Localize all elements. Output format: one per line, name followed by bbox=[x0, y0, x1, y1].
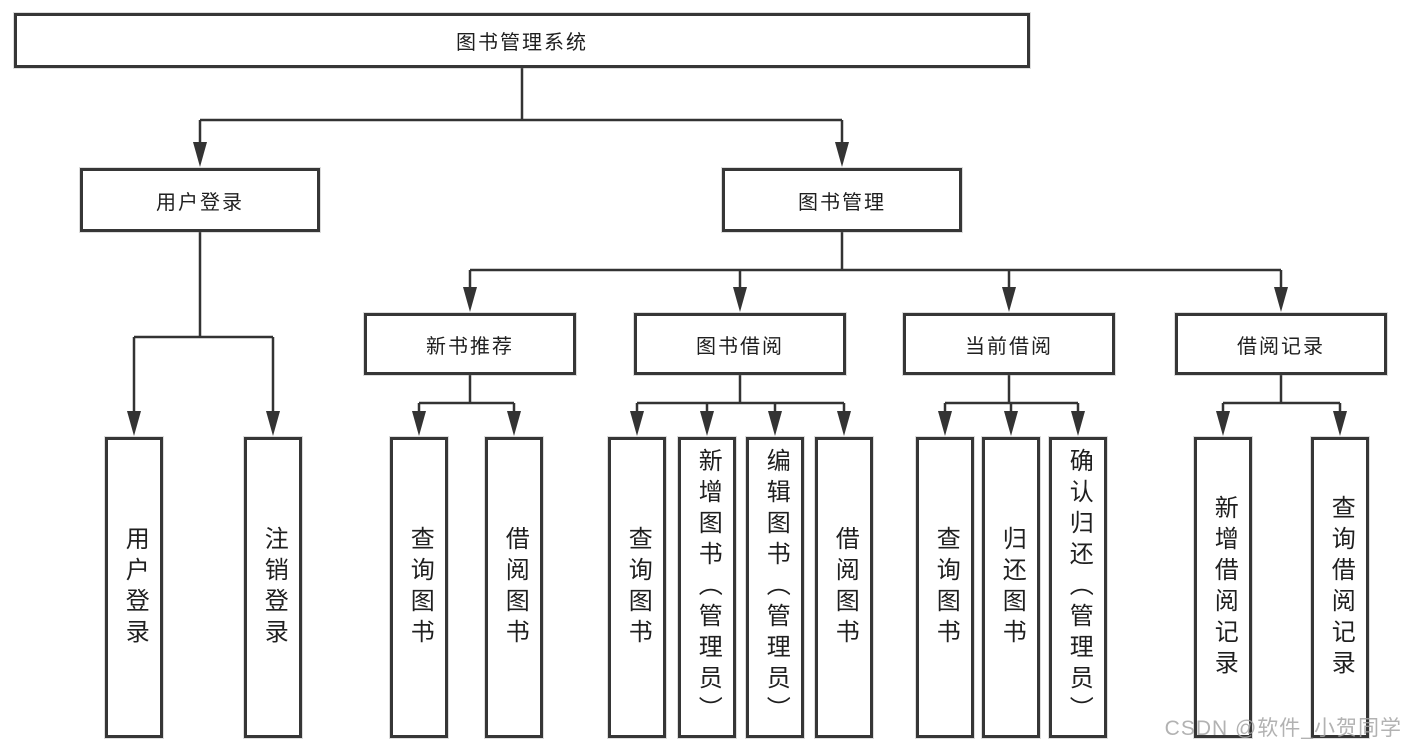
arrowhead-icons-level2 bbox=[193, 142, 849, 167]
leaf-query-books-current: 查询图书 bbox=[916, 437, 974, 738]
node-book-borrow: 图书借阅 bbox=[634, 313, 846, 375]
node-borrow-records: 借阅记录 bbox=[1175, 313, 1387, 375]
leaf-add-borrow-record: 新增借阅记录 bbox=[1194, 437, 1252, 738]
arrowhead-icons-book-borrow bbox=[630, 411, 851, 436]
node-book-management: 图书管理 bbox=[722, 168, 962, 232]
connector-new-book-recommend-to-leaves bbox=[417, 375, 516, 414]
leaf-borrow-books-label: 借阅图书 bbox=[831, 525, 859, 650]
leaf-query-books-recommend-label: 查询图书 bbox=[406, 525, 434, 650]
leaf-user-login-label: 用户登录 bbox=[121, 525, 149, 650]
arrowhead-icons-user-login bbox=[127, 411, 280, 436]
arrowhead-icons-level3 bbox=[463, 287, 1288, 312]
csdn-watermark: CSDN @软件_小贺同学 bbox=[1164, 717, 1402, 740]
connector-book-management-to-level3 bbox=[468, 232, 1283, 290]
leaf-add-books-admin: 新增图书（管理员） bbox=[678, 437, 736, 738]
leaf-query-borrow-record-label: 查询借阅记录 bbox=[1327, 494, 1355, 681]
arrowhead-icons-new-book-recommend bbox=[412, 411, 521, 436]
leaf-borrow-books: 借阅图书 bbox=[815, 437, 873, 738]
leaf-return-books: 归还图书 bbox=[982, 437, 1040, 738]
arrowhead-icons-current-borrow bbox=[938, 411, 1085, 436]
leaf-user-login: 用户登录 bbox=[105, 437, 163, 738]
root-node-library-management-system: 图书管理系统 bbox=[14, 13, 1030, 68]
leaf-logout-label: 注销登录 bbox=[260, 525, 288, 650]
leaf-query-books-borrow: 查询图书 bbox=[608, 437, 666, 738]
leaf-edit-books-admin: 编辑图书（管理员） bbox=[746, 437, 804, 738]
leaf-return-books-label: 归还图书 bbox=[998, 525, 1026, 650]
leaf-confirm-return-admin: 确认归还（管理员） bbox=[1049, 437, 1107, 738]
leaf-query-books-recommend: 查询图书 bbox=[390, 437, 448, 738]
connector-borrow-records-to-leaves bbox=[1221, 375, 1342, 414]
leaf-query-borrow-record: 查询借阅记录 bbox=[1311, 437, 1369, 738]
leaf-borrow-books-recommend: 借阅图书 bbox=[485, 437, 543, 738]
connector-book-borrow-to-leaves bbox=[635, 375, 846, 414]
leaf-edit-books-admin-label: 编辑图书（管理员） bbox=[762, 448, 790, 727]
leaf-borrow-books-recommend-label: 借阅图书 bbox=[501, 525, 529, 650]
node-user-login: 用户登录 bbox=[80, 168, 320, 232]
node-new-book-recommend: 新书推荐 bbox=[364, 313, 576, 375]
leaf-add-books-admin-label: 新增图书（管理员） bbox=[694, 448, 722, 727]
leaf-add-borrow-record-label: 新增借阅记录 bbox=[1210, 494, 1238, 681]
arrowhead-icons-borrow-records bbox=[1216, 411, 1347, 436]
connector-current-borrow-to-leaves bbox=[943, 375, 1080, 414]
connector-root-to-level2 bbox=[198, 68, 844, 146]
leaf-query-books-borrow-label: 查询图书 bbox=[624, 525, 652, 650]
leaf-logout: 注销登录 bbox=[244, 437, 302, 738]
node-current-borrow: 当前借阅 bbox=[903, 313, 1115, 375]
connector-user-login-to-leaves bbox=[132, 232, 275, 414]
leaf-query-books-current-label: 查询图书 bbox=[932, 525, 960, 650]
leaf-confirm-return-admin-label: 确认归还（管理员） bbox=[1065, 448, 1093, 727]
